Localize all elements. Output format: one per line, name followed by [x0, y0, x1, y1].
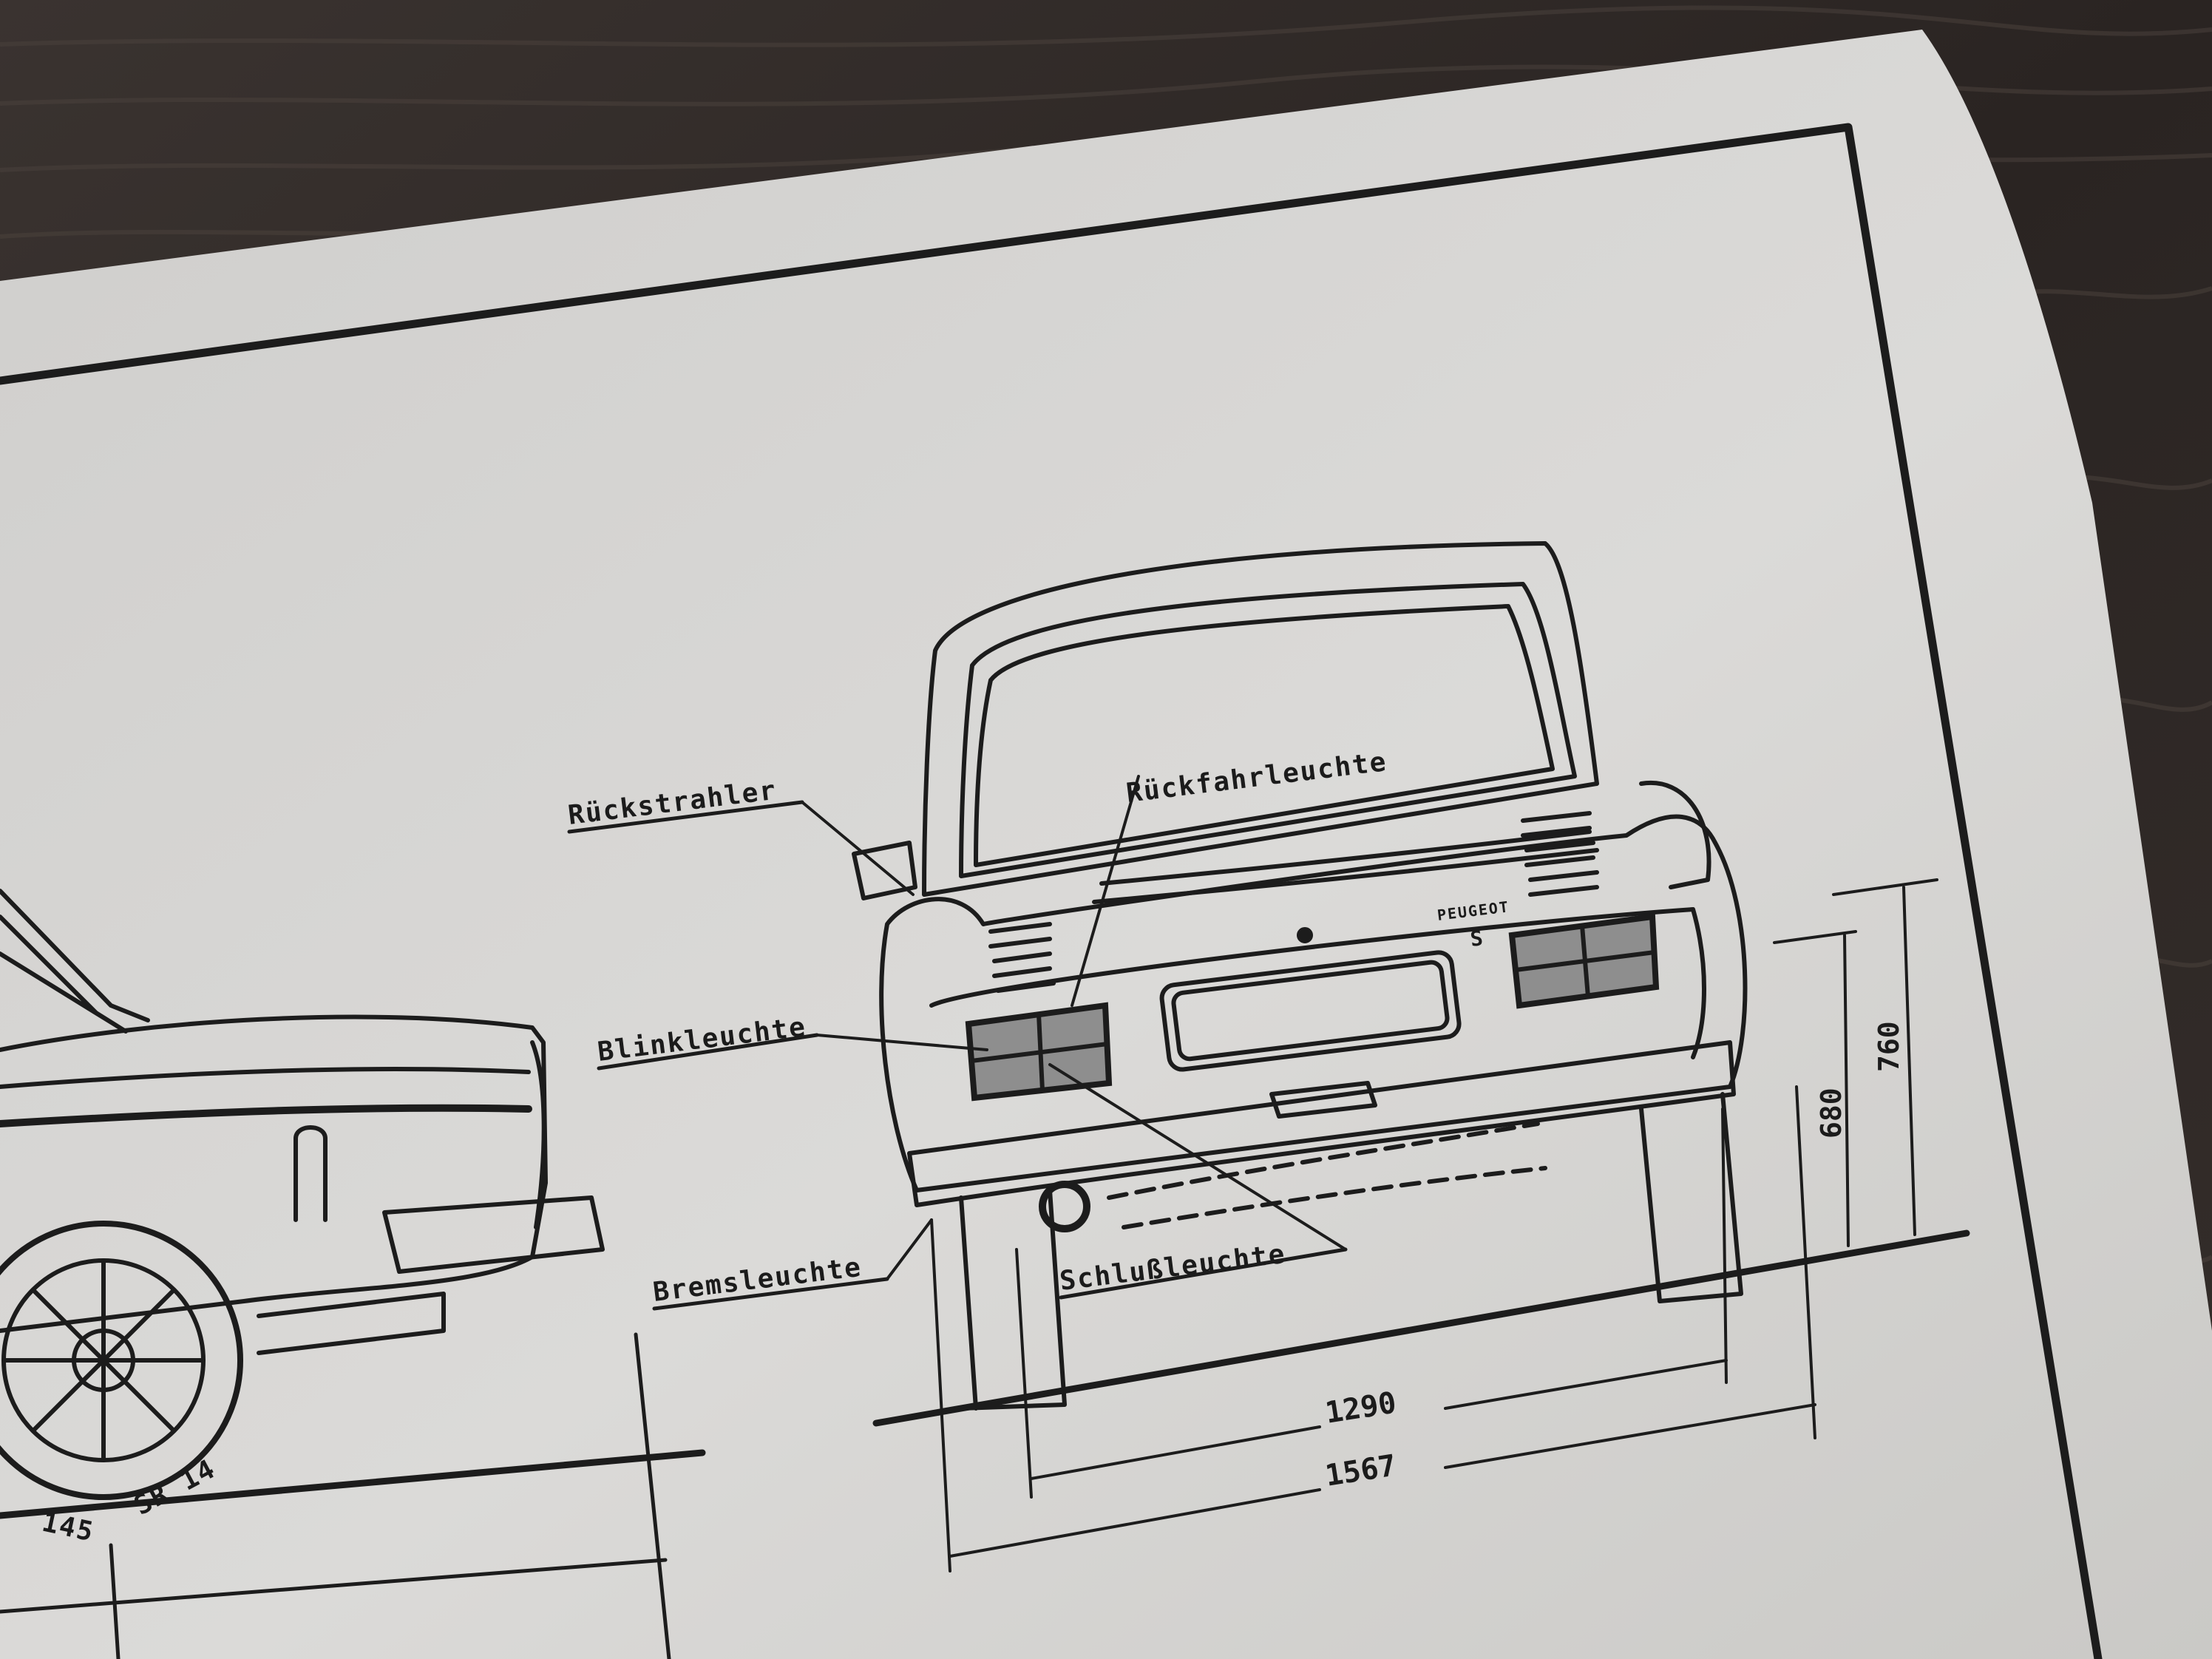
dimension-lines: [930, 878, 1938, 1573]
badge-model: S: [1469, 926, 1486, 951]
rear-view-car: [852, 541, 1748, 1411]
right-tail-light: [1508, 913, 1660, 1009]
drawing-frame: [0, 123, 2103, 1659]
dim-height-high: 760: [1873, 1021, 1905, 1072]
side-view-car: [0, 889, 706, 1659]
left-tail-light: [965, 1002, 1113, 1102]
leader-lines: [801, 775, 1347, 1280]
rear-ground-line: [872, 1229, 1970, 1427]
label-underlines: [567, 800, 1348, 1311]
dim-height-low: 680: [1815, 1088, 1848, 1139]
